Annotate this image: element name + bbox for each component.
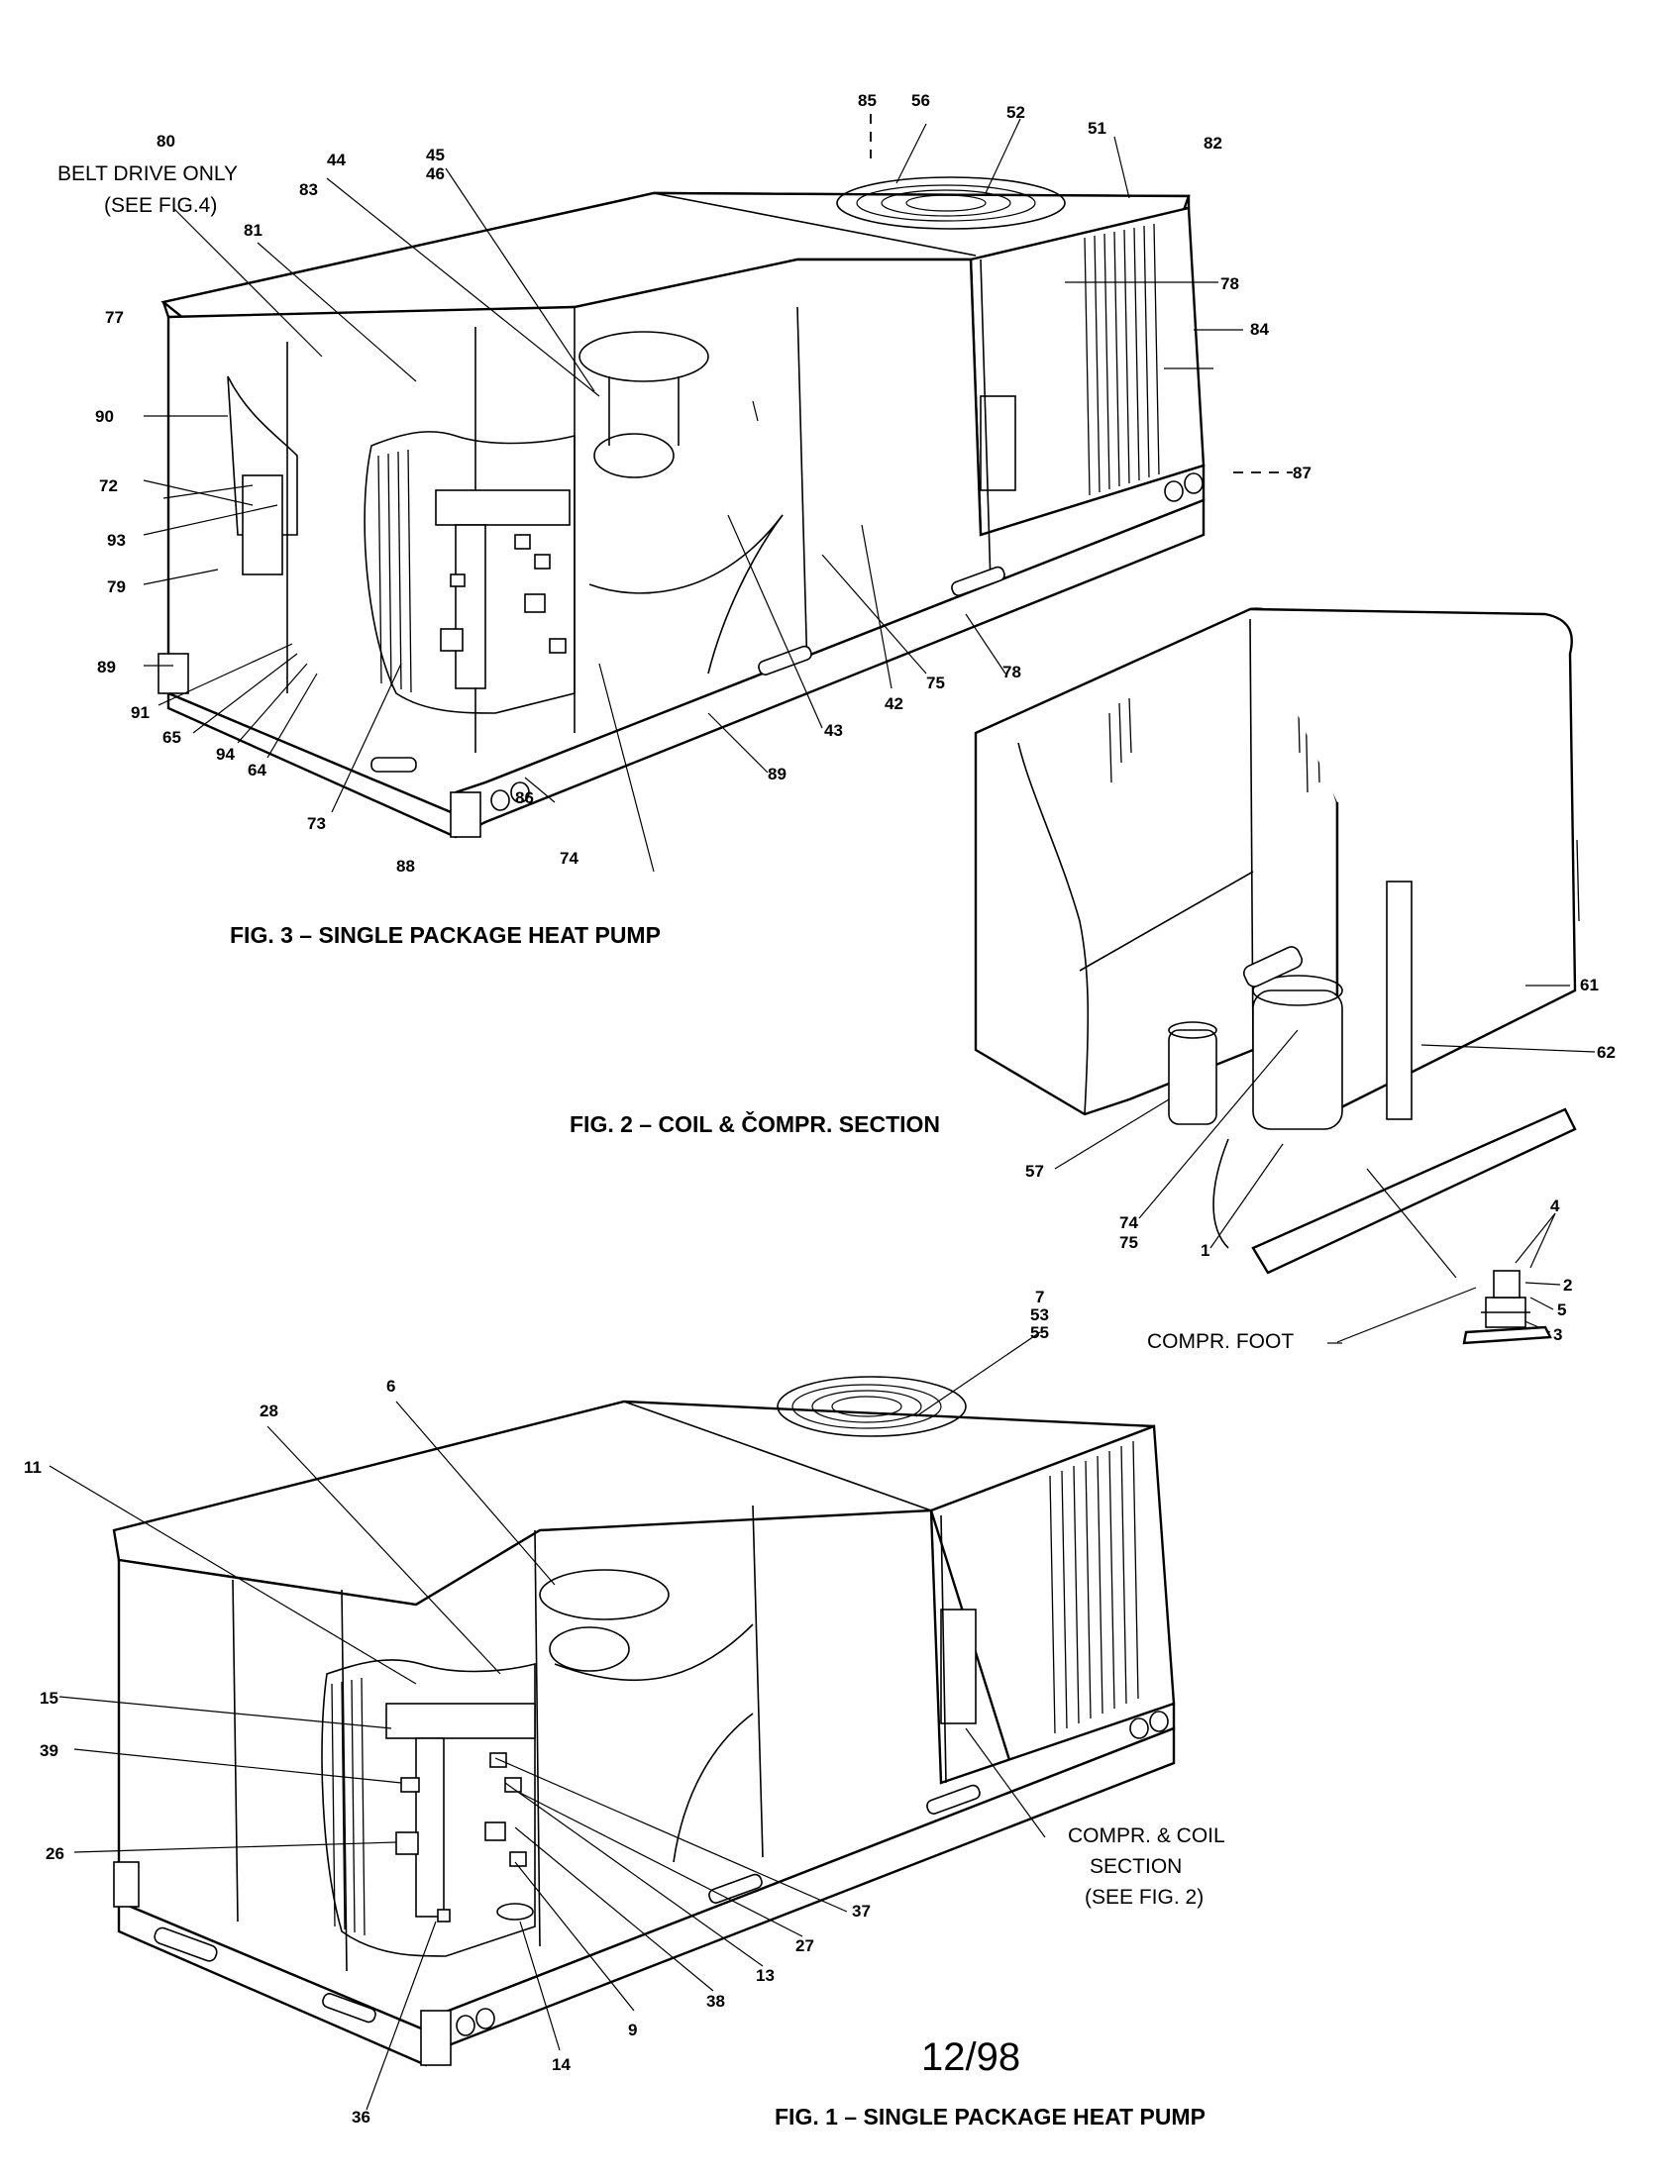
callout-label: 83	[299, 180, 318, 199]
callout-label: 28	[260, 1402, 278, 1420]
fig3-belt-note: BELT DRIVE ONLY (SEE FIG.4)	[57, 162, 238, 217]
fig1-section-note: COMPR. & COIL SECTION (SEE FIG. 2)	[1068, 1824, 1225, 1909]
fig3-callout-labels: 80 83 81 44 45 46 85 56 52 51 82 77 90 7…	[95, 91, 1312, 876]
fig1-unit-drawing	[112, 1376, 1176, 2067]
fig2-leaders	[1054, 985, 1596, 1343]
callout-label: 78	[1220, 274, 1239, 293]
fig3-leaders	[143, 118, 1243, 873]
fig1-callout-labels: 7 53 55 28 6 11 15 39 26 36 14 9 38 13 2…	[24, 1288, 1049, 2127]
callout-label: 73	[307, 814, 326, 833]
fig3-caption: FIG. 3 – SINGLE PACKAGE HEAT PUMP	[230, 922, 661, 948]
callout-label: 27	[795, 1936, 814, 1955]
callout-label: 1	[1201, 1241, 1209, 1260]
callout-label: 89	[768, 765, 787, 783]
callout-label: 80	[157, 132, 175, 151]
callout-label: 77	[105, 308, 124, 327]
callout-label: 90	[95, 407, 114, 426]
belt-drive-note-line1: BELT DRIVE ONLY	[57, 162, 238, 185]
section-note-line3: (SEE FIG. 2)	[1085, 1886, 1204, 1909]
callout-label: 86	[515, 788, 534, 807]
callout-label: 46	[426, 164, 445, 183]
callout-label: 85	[858, 91, 877, 110]
compressor-foot-label: COMPR. FOOT	[1147, 1330, 1294, 1353]
belt-drive-note-line2: (SEE FIG.4)	[104, 194, 217, 217]
callout-label: 78	[1002, 663, 1021, 681]
callout-label: 55	[1030, 1323, 1049, 1342]
date-stamp: 12/98	[921, 2035, 1020, 2079]
callout-label: 2	[1563, 1276, 1572, 1295]
callout-label: 88	[396, 857, 415, 876]
callout-label: 72	[99, 476, 118, 495]
callout-label: 6	[386, 1377, 395, 1396]
callout-label: 44	[327, 151, 346, 169]
callout-label: 13	[756, 1966, 775, 1985]
callout-label: 75	[1119, 1233, 1138, 1252]
compressor-foot-detail	[1462, 1270, 1552, 1345]
section-note-line1: COMPR. & COIL	[1068, 1824, 1225, 1847]
callout-label: 57	[1025, 1162, 1044, 1181]
callout-label: 45	[426, 146, 445, 164]
callout-label: 89	[97, 658, 116, 676]
callout-label: 37	[852, 1902, 871, 1921]
callout-label: 75	[926, 674, 945, 692]
callout-label: 52	[1006, 103, 1025, 122]
fig2-caption: FIG. 2 – COIL & ČOMPR. SECTION	[570, 1110, 940, 1137]
callout-label: 14	[552, 2055, 571, 2074]
callout-label: 15	[40, 1689, 58, 1708]
fig1-leaders	[49, 1331, 1046, 2111]
callout-label: 56	[911, 91, 930, 110]
callout-label: 82	[1204, 134, 1222, 153]
fig1-caption: FIG. 1 – SINGLE PACKAGE HEAT PUMP	[775, 2104, 1206, 2130]
callout-label: 91	[131, 703, 150, 722]
callout-label: 42	[885, 694, 903, 713]
callout-label: 87	[1293, 464, 1312, 482]
callout-label: 65	[162, 728, 181, 747]
callout-label: 4	[1550, 1196, 1560, 1215]
callout-label: 39	[40, 1741, 58, 1760]
callout-label: 9	[628, 2021, 637, 2039]
callout-label: 5	[1557, 1300, 1566, 1319]
callout-label: 11	[24, 1458, 42, 1477]
fig2-callout-labels: 61 62 57 74 75 1 4 2 5 3	[1025, 976, 1616, 1344]
section-note-line2: SECTION	[1090, 1855, 1182, 1878]
callout-label: 62	[1597, 1043, 1616, 1062]
callout-label: 3	[1553, 1325, 1562, 1344]
callout-label: 61	[1580, 976, 1599, 994]
callout-label: 53	[1030, 1305, 1049, 1324]
callout-label: 36	[352, 2108, 370, 2127]
callout-label: 43	[824, 721, 843, 740]
callout-label: 94	[216, 745, 235, 764]
callout-label: 7	[1035, 1288, 1044, 1306]
fig3-unit-drawing	[158, 176, 1206, 839]
callout-label: 51	[1088, 119, 1106, 138]
fig2-compressor-section	[974, 607, 1580, 1275]
callout-label: 74	[1119, 1213, 1138, 1232]
callout-label: 84	[1250, 320, 1269, 339]
callout-label: 81	[244, 221, 262, 240]
callout-label: 93	[107, 531, 126, 550]
callout-label: 26	[46, 1844, 64, 1863]
callout-label: 74	[560, 849, 578, 868]
callout-label: 64	[248, 761, 266, 780]
callout-label: 38	[706, 1992, 725, 2011]
callout-label: 79	[107, 577, 126, 596]
